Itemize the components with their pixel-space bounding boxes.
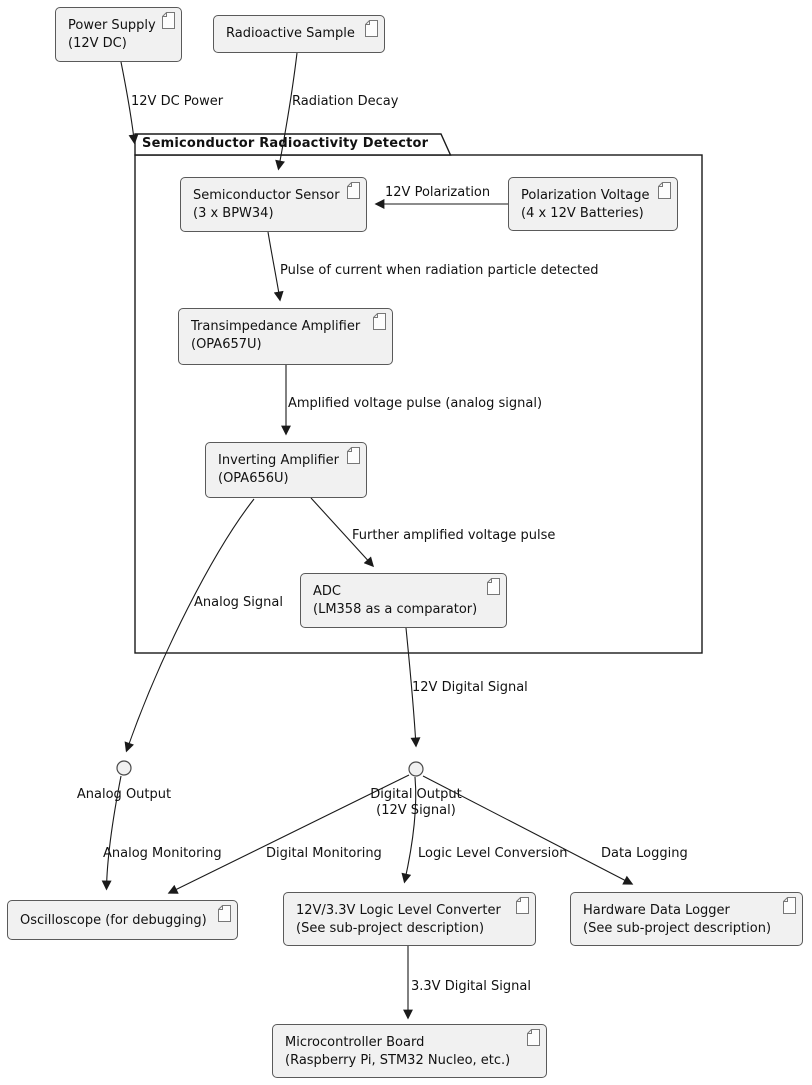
file-icon — [516, 897, 529, 914]
port-label-digital-output: Digital Output (12V Signal) — [316, 787, 516, 819]
node-label: Transimpedance Amplifier — [191, 319, 361, 334]
edge-label-data-logging: Data Logging — [601, 846, 688, 861]
node-hardware-data-logger: Hardware Data Logger (See sub-project de… — [570, 892, 803, 946]
node-power-supply: Power Supply (12V DC) — [55, 7, 182, 62]
edge-label-33v-digital-signal: 3.3V Digital Signal — [411, 979, 531, 994]
file-icon — [162, 12, 175, 29]
file-icon — [783, 897, 796, 914]
node-label: Power Supply — [68, 18, 156, 33]
arrow-digital-output-to-oscilloscope — [167, 774, 410, 894]
arrow-inverting-to-analog-output — [124, 498, 255, 753]
file-icon — [218, 905, 231, 922]
node-label: Microcontroller Board — [285, 1035, 425, 1050]
node-logic-level-converter: 12V/3.3V Logic Level Converter (See sub-… — [283, 892, 536, 946]
edge-label-further-amplified: Further amplified voltage pulse — [352, 528, 556, 543]
file-icon — [365, 20, 378, 37]
node-oscilloscope: Oscilloscope (for debugging) — [7, 900, 238, 940]
file-icon — [373, 313, 386, 330]
arrow-sensor-to-transimpedance — [267, 231, 284, 302]
node-semiconductor-sensor: Semiconductor Sensor (3 x BPW34) — [180, 177, 367, 232]
node-inverting-amplifier: Inverting Amplifier (OPA656U) — [205, 442, 367, 498]
edge-label-logic-level-conversion: Logic Level Conversion — [418, 846, 568, 861]
arrow-analog-output-to-oscilloscope — [101, 775, 122, 891]
node-sublabel: (See sub-project description) — [296, 921, 485, 936]
node-microcontroller-board: Microcontroller Board (Raspberry Pi, STM… — [272, 1024, 547, 1078]
edge-label-radiation-decay: Radiation Decay — [292, 94, 399, 109]
edge-label-polarization: 12V Polarization — [385, 185, 491, 200]
edge-label-analog-monitoring: Analog Monitoring — [103, 846, 222, 861]
node-label: ADC — [313, 584, 341, 599]
node-label: Semiconductor Sensor — [193, 188, 340, 203]
node-label: Polarization Voltage — [521, 188, 650, 203]
port-label-analog-output: Analog Output — [24, 787, 224, 803]
arrow-sample-to-sensor — [275, 52, 298, 171]
arrow-adc-to-digital-output — [405, 627, 421, 748]
edge-label-dc-power: 12V DC Power — [131, 94, 224, 109]
analog-output-port — [116, 760, 132, 776]
node-sublabel: (4 x 12V Batteries) — [521, 206, 644, 221]
edge-label-pulse-current: Pulse of current when radiation particle… — [280, 263, 599, 278]
node-radioactive-sample: Radioactive Sample — [213, 15, 385, 53]
file-icon — [527, 1029, 540, 1046]
edge-label-digital-monitoring: Digital Monitoring — [266, 846, 382, 861]
node-label: Radioactive Sample — [226, 26, 355, 41]
node-transimpedance-amplifier: Transimpedance Amplifier (OPA657U) — [178, 308, 393, 365]
frame-title: Semiconductor Radioactivity Detector — [142, 136, 429, 151]
arrow-digital-output-to-logger — [422, 775, 634, 885]
node-sublabel: (LM358 as a comparator) — [313, 602, 478, 617]
edge-label-12v-digital-signal: 12V Digital Signal — [412, 680, 528, 695]
node-label: Inverting Amplifier — [218, 453, 340, 468]
node-label: 12V/3.3V Logic Level Converter — [296, 903, 501, 918]
node-label: Oscilloscope (for debugging) — [20, 913, 207, 928]
arrow-digital-output-to-converter — [401, 776, 417, 884]
port-label-line: (12V Signal) — [376, 803, 456, 818]
file-icon — [487, 578, 500, 595]
node-polarization-voltage: Polarization Voltage (4 x 12V Batteries) — [508, 177, 678, 231]
node-sublabel: (3 x BPW34) — [193, 206, 274, 221]
arrow-power-to-frame — [120, 61, 139, 145]
node-label: Hardware Data Logger — [583, 903, 730, 918]
node-adc: ADC (LM358 as a comparator) — [300, 573, 507, 628]
node-sublabel: (OPA657U) — [191, 337, 262, 352]
digital-output-port — [408, 761, 424, 777]
port-label-line: Digital Output — [370, 787, 462, 802]
node-sublabel: (Raspberry Pi, STM32 Nucleo, etc.) — [285, 1053, 511, 1068]
frame-title-tab — [134, 133, 452, 156]
port-label-line: Analog Output — [76, 787, 172, 802]
arrow-inverting-to-adc — [310, 497, 375, 568]
file-icon — [347, 182, 360, 199]
node-sublabel: (See sub-project description) — [583, 921, 772, 936]
node-sublabel: (OPA656U) — [218, 471, 289, 486]
file-icon — [658, 182, 671, 199]
node-sublabel: (12V DC) — [68, 36, 127, 51]
edge-label-amplified-pulse: Amplified voltage pulse (analog signal) — [288, 396, 543, 411]
file-icon — [347, 447, 360, 464]
edge-label-analog-signal: Analog Signal — [194, 595, 283, 610]
